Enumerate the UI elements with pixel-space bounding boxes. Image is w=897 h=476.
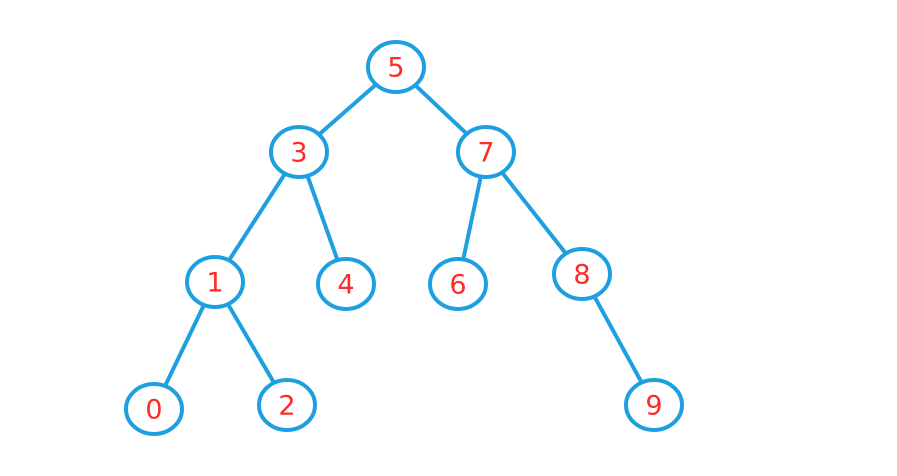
tree-node-5: 5 [366,40,426,94]
tree-node-4: 4 [316,257,376,311]
node-label: 8 [573,260,590,291]
node-label: 6 [449,270,466,301]
node-label: 3 [290,138,307,169]
tree-node-0: 0 [124,382,184,436]
nodes-layer: 5 3 7 1 4 6 8 0 2 9 [124,40,684,436]
tree-node-8: 8 [552,247,612,301]
node-label: 4 [337,270,354,301]
node-circle [269,125,329,179]
node-circle [124,382,184,436]
tree-node-7: 7 [456,125,516,179]
tree-node-2: 2 [257,378,317,432]
node-label: 9 [645,391,662,422]
node-label: 7 [477,138,494,169]
node-circle [366,40,426,94]
node-label: 5 [387,53,404,84]
tree-node-1: 1 [185,255,245,309]
node-label: 1 [206,268,223,299]
node-circle [428,257,488,311]
tree-node-3: 3 [269,125,329,179]
node-circle [257,378,317,432]
tree-node-6: 6 [428,257,488,311]
node-label: 2 [278,391,295,422]
node-circle [552,247,612,301]
node-circle [185,255,245,309]
node-label: 0 [145,395,162,426]
node-circle [316,257,376,311]
tree-node-9: 9 [624,378,684,432]
edges-layer [152,65,656,411]
node-circle [624,378,684,432]
node-circle [456,125,516,179]
